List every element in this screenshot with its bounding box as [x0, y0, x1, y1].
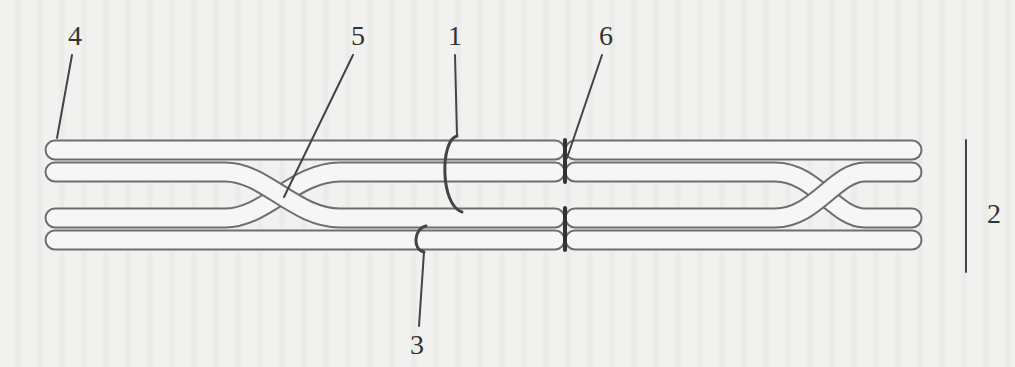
bracket: [965, 140, 967, 272]
callout-number: 1: [448, 22, 462, 50]
callout-number: 5: [351, 22, 365, 50]
chromatid: [55, 240, 912, 241]
callout-number: 3: [410, 331, 424, 359]
callout-number: 4: [68, 22, 82, 50]
callout-number: 2: [987, 200, 1001, 228]
chromatid: [55, 172, 912, 218]
chromatid: [55, 150, 912, 151]
callout-number: 6: [599, 22, 613, 50]
centromere: [563, 140, 567, 250]
leader-line: [57, 55, 602, 326]
chromatid: [55, 172, 912, 218]
